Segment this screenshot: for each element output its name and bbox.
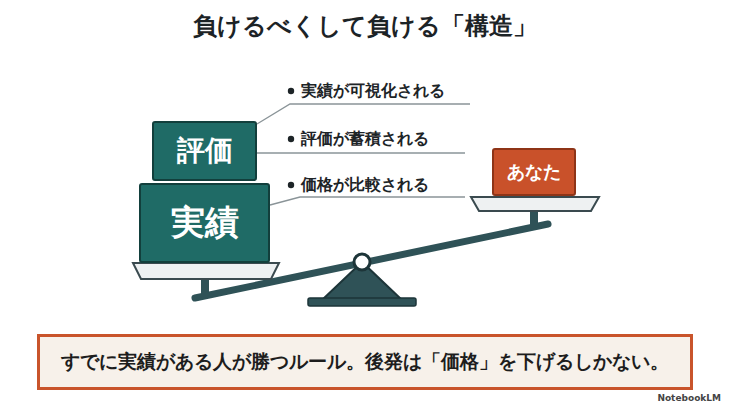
conclusion-box: すでに実績がある人が勝つルール。後発は「価格」を下げるしかない。 [37, 334, 693, 390]
node-text: 評価 [177, 132, 233, 170]
left-pan [133, 263, 279, 279]
node-text: すでに実績がある人が勝つルール。後発は「価格」を下げるしかない。 [61, 349, 669, 375]
node-text: 実績 [171, 200, 239, 246]
bullet-dot [288, 136, 294, 142]
leader-line [257, 104, 470, 124]
you-box: あなた [492, 148, 576, 196]
bullet-text: 評価が蓄積される [301, 129, 429, 150]
leader-line [257, 152, 465, 153]
leader-line [270, 197, 465, 205]
right-pan [471, 197, 599, 211]
node-text: あなた [507, 160, 561, 184]
stack-box: 評価 [152, 121, 257, 181]
fulcrum-base [308, 298, 416, 306]
bullet-text: 実績が可視化される [301, 81, 445, 102]
bullet-dot [288, 182, 294, 188]
diagram-title: 負けるべくして負ける「構造」 [0, 10, 729, 42]
bullet-text: 価格が比較される [301, 175, 429, 196]
stack-box: 実績 [139, 183, 270, 263]
pivot [354, 254, 370, 270]
watermark: NotebookLM [657, 393, 721, 403]
bullet-dot [288, 88, 294, 94]
